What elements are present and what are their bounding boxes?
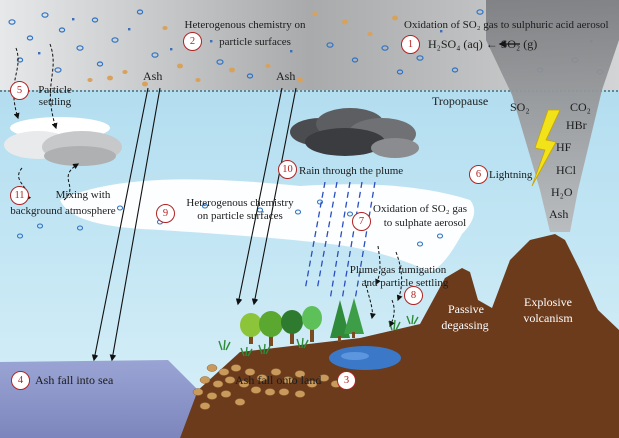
trees (240, 298, 364, 346)
het-chem-top-line1: Heterogenous chemistry on (184, 19, 306, 31)
tropopause-label: Tropopause (432, 94, 489, 108)
ash-fall-arrows (91, 87, 297, 362)
stratosphere-particles (8, 9, 604, 87)
sea (0, 360, 198, 438)
ground-and-volcano (170, 234, 619, 438)
marker-6: 6 (469, 165, 488, 184)
gas-co2: CO₂ (570, 100, 591, 114)
particle-settling-line1: Particle (38, 84, 72, 96)
rain-lines (304, 181, 376, 301)
fumigation-line2: and particle settling (361, 277, 449, 289)
marker-11: 11 (10, 186, 29, 205)
het-chem-top-line2: particle surfaces (219, 36, 291, 48)
oxidation-top-label: Oxidation of SO₂ gas to sulphuric acid a… (404, 19, 609, 31)
oxidation-mid-line2: to sulphate aerosol (383, 217, 467, 229)
ash-left-label: Ash (143, 69, 163, 83)
gas-so2: SO₂ (510, 100, 530, 114)
marker-1: 1 (401, 35, 420, 54)
marker-7: 7 (352, 212, 371, 231)
lightning-bolt (531, 109, 561, 187)
oxidation-mid-line1: Oxidation of SO₂ gas (373, 203, 467, 215)
gas-hbr: HBr (566, 118, 587, 132)
marker-2: 2 (183, 32, 202, 51)
mixing-line1: Mixing with (55, 189, 111, 201)
gas-ash: Ash (549, 207, 569, 221)
passive-degassing-line2: degassing (441, 318, 489, 332)
marker-10: 10 (278, 160, 297, 179)
passive-degassing-line1: Passive (448, 302, 484, 316)
gas-h2o: H₂O (551, 185, 573, 199)
marker-4: 4 (11, 371, 30, 390)
marker-5: 5 (10, 81, 29, 100)
marker-9: 9 (156, 204, 175, 223)
rain-cloud (290, 108, 419, 158)
ash-right-label: Ash (276, 69, 296, 83)
ash-sea-label: Ash fall into sea (35, 373, 114, 387)
explosive-volcanism-line2: volcanism (523, 311, 573, 325)
marker-3: 3 (337, 371, 356, 390)
plume-cloud (60, 179, 475, 272)
het-chem-mid-line1: Heterogenous chemistry (186, 197, 294, 209)
lightning-label: Lightning (489, 169, 533, 181)
marker-8: 8 (404, 286, 423, 305)
fumigation-line1: Plume gas fumigation (349, 264, 447, 276)
gas-hf: HF (556, 140, 572, 154)
reaction-equation: H₂SO₄ (aq) ← SO₂ (g) (428, 37, 538, 51)
particle-settling-line2: settling (38, 96, 72, 108)
mixing-line2: background atmosphere (10, 205, 116, 217)
lake-highlight (341, 352, 369, 360)
gas-hcl: HCl (556, 163, 577, 177)
het-chem-mid-line2: on particle surfaces (197, 210, 283, 222)
left-clouds (4, 117, 122, 166)
rain-label: Rain through the plume (299, 165, 404, 177)
ash-land-label: Ash fall onto land (235, 373, 322, 387)
explosive-volcanism-line1: Explosive (524, 295, 572, 309)
